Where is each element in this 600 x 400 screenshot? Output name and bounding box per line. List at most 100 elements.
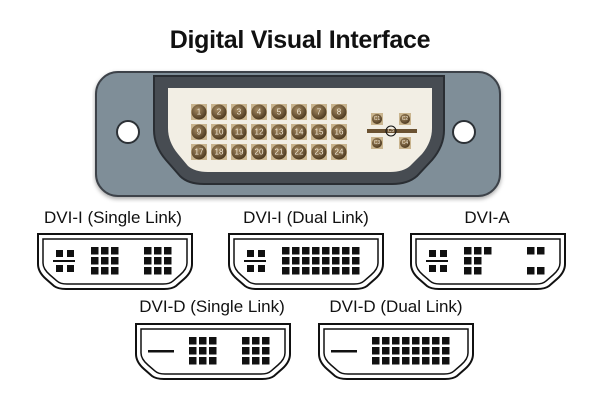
pin-contact [292, 247, 300, 255]
pin-contact [422, 357, 430, 365]
pin-contact [292, 267, 300, 275]
pin-number: C5 [388, 128, 395, 134]
pin-24: 24 [331, 144, 347, 160]
pin-contact [464, 267, 472, 275]
pin-5: 5 [271, 104, 287, 120]
pin-1: 1 [191, 104, 207, 120]
pin-13: 13 [271, 124, 287, 140]
analog-pin [67, 265, 74, 272]
pin-contact [101, 247, 109, 255]
pin-number: 2 [217, 108, 222, 117]
pin-17: 17 [191, 144, 207, 160]
pin-contact [527, 247, 535, 255]
pin-contact [464, 247, 472, 255]
pin-contact [474, 247, 482, 255]
pin-contact [199, 337, 207, 345]
ground-blade [367, 129, 417, 133]
analog-pin [258, 265, 265, 272]
pin-number: 21 [275, 148, 284, 157]
pin-contact [342, 267, 350, 275]
pin-contact [189, 357, 197, 365]
connector-inner-outline [323, 328, 469, 375]
pin-contact [442, 357, 450, 365]
pin-contact [382, 337, 390, 345]
pin-number: 18 [215, 148, 224, 157]
analog-pin [56, 250, 63, 257]
pin-contact [352, 247, 360, 255]
pin-contact [442, 337, 450, 345]
pin-6: 6 [291, 104, 307, 120]
pin-contact [111, 257, 119, 265]
pin-contact [154, 247, 162, 255]
connector-inner-outline [42, 238, 188, 285]
pin-contact [111, 247, 119, 255]
pin-11: 11 [231, 124, 247, 140]
pin-number: 4 [257, 108, 262, 117]
pin-contact [352, 267, 360, 275]
pin-21: 21 [271, 144, 287, 160]
pin-contact [144, 267, 152, 275]
connector-outline [410, 233, 566, 290]
ground-blade [426, 260, 448, 262]
pin-number: 19 [235, 148, 244, 157]
analog-pin-C1: C1 [371, 113, 383, 125]
pin-22: 22 [291, 144, 307, 160]
pin-9: 9 [191, 124, 207, 140]
pin-contact [392, 357, 400, 365]
pin-contact [432, 347, 440, 355]
analog-pin [440, 250, 447, 257]
pin-contact [242, 347, 250, 355]
ground-blade [331, 350, 357, 353]
pin-15: 15 [311, 124, 327, 140]
pin-number: 13 [275, 128, 284, 137]
connector-label-dvi-d-single: DVI-D (Single Link) [139, 297, 285, 316]
connector-inner-outline [415, 238, 561, 285]
pin-contact [412, 347, 420, 355]
pin-contact [382, 347, 390, 355]
pin-contact [537, 247, 545, 255]
connector-label-dvi-d-dual: DVI-D (Dual Link) [329, 297, 463, 316]
pin-contact [442, 347, 450, 355]
pin-contact [302, 257, 310, 265]
pin-contact [312, 247, 320, 255]
pin-contact [91, 247, 99, 255]
pin-contact [199, 347, 207, 355]
pin-contact [91, 257, 99, 265]
pin-number: 5 [277, 108, 282, 117]
pin-18: 18 [211, 144, 227, 160]
pin-contact [91, 267, 99, 275]
pin-2: 2 [211, 104, 227, 120]
pin-contact [402, 357, 410, 365]
pin-8: 8 [331, 104, 347, 120]
pin-number: C3 [374, 140, 381, 146]
pin-contact [332, 267, 340, 275]
pin-19: 19 [231, 144, 247, 160]
pin-number: 12 [255, 128, 264, 137]
pin-contact [312, 257, 320, 265]
pin-contact [432, 357, 440, 365]
pin-contact [209, 347, 217, 355]
pin-contact [422, 347, 430, 355]
diagram-title: Digital Visual Interface [169, 26, 431, 54]
pin-contact [342, 247, 350, 255]
right-screw-hole [452, 120, 476, 144]
pin-contact [282, 267, 290, 275]
pin-contact [189, 337, 197, 345]
pin-3: 3 [231, 104, 247, 120]
pin-contact [474, 267, 482, 275]
pin-contact [242, 357, 250, 365]
analog-pin [429, 265, 436, 272]
pin-contact [189, 347, 197, 355]
pin-number: 7 [317, 108, 322, 117]
analog-pin-C3: C3 [371, 137, 383, 149]
pin-number: 14 [295, 128, 304, 137]
pin-contact [474, 257, 482, 265]
analog-pin [258, 250, 265, 257]
pin-contact [464, 257, 472, 265]
pin-number: C1 [374, 116, 381, 122]
ground-blade [148, 350, 174, 353]
pin-contact [242, 337, 250, 345]
pin-contact [209, 337, 217, 345]
